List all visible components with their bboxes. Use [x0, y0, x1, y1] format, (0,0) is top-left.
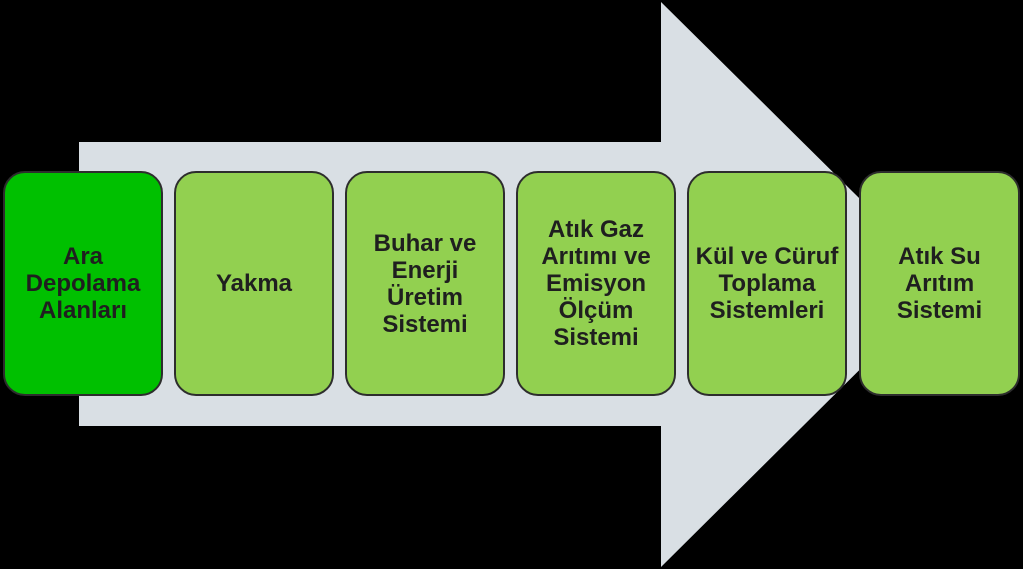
step-label: Ara Depolama Alanları — [25, 243, 141, 324]
step-atik-su-aritim-sistemi: Atık Su Arıtım Sistemi — [859, 171, 1020, 396]
step-label: Buhar ve Enerji Üretim Sistemi — [373, 229, 477, 338]
step-buhar-ve-enerji-uretim-sistemi: Buhar ve Enerji Üretim Sistemi — [345, 171, 505, 396]
step-atik-gaz-aritimi-ve-emisyon-olcum-sistemi: Atık Gaz Arıtımı ve Emisyon Ölçüm Sistem… — [516, 171, 676, 396]
step-ara-depolama-alanlari: Ara Depolama Alanları — [3, 171, 163, 396]
step-label: Kül ve Cüruf Toplama Sistemleri — [695, 243, 839, 324]
step-label: Yakma — [215, 270, 293, 297]
flow-arrow-shape — [79, 2, 946, 567]
step-yakma: Yakma — [174, 171, 334, 396]
step-label: Atık Su Arıtım Sistemi — [896, 243, 983, 324]
step-kul-ve-curuf-toplama-sistemleri: Kül ve Cüruf Toplama Sistemleri — [687, 171, 847, 396]
step-label: Atık Gaz Arıtımı ve Emisyon Ölçüm Sistem… — [541, 216, 651, 351]
